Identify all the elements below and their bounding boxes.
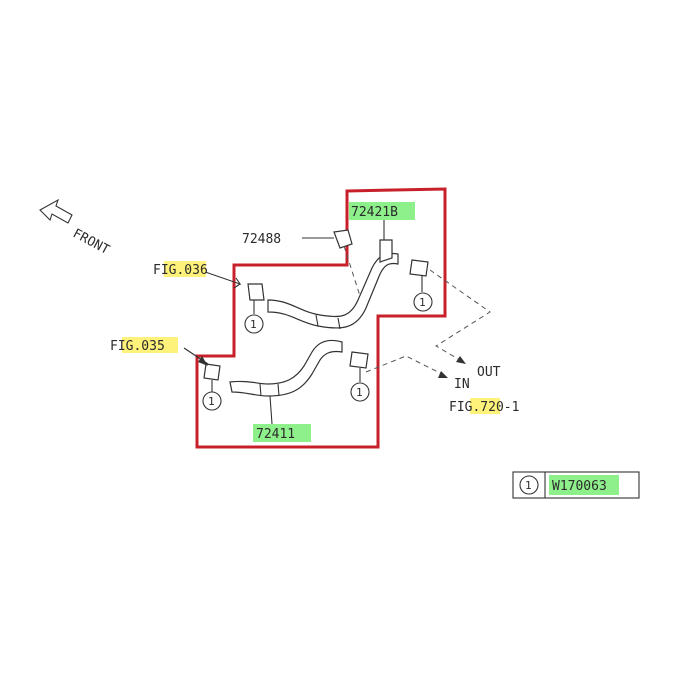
label-out: OUT bbox=[477, 365, 501, 380]
front-arrow-icon bbox=[39, 198, 73, 224]
clamp-lower-right bbox=[349, 351, 369, 382]
highlight-fig035 bbox=[122, 337, 178, 353]
leader-72411 bbox=[269, 395, 273, 425]
upper-hose bbox=[267, 239, 399, 330]
route-out bbox=[429, 269, 491, 361]
callout-1-upper-right: 1 bbox=[413, 292, 433, 312]
callout-1-lower-left: 1 bbox=[202, 391, 222, 411]
callout-1-lower-right: 1 bbox=[350, 382, 370, 402]
arrowhead-fig035 bbox=[198, 356, 208, 366]
label-fig035: FIG.035 bbox=[110, 339, 165, 354]
assembly-outline bbox=[195, 187, 447, 449]
clamp-72488 bbox=[333, 229, 353, 249]
svg-text:1: 1 bbox=[356, 386, 363, 399]
highlight-72411 bbox=[253, 424, 311, 442]
lower-hose bbox=[229, 339, 343, 397]
label-72421B: 72421B bbox=[351, 205, 398, 220]
legend-symbol: 1 bbox=[525, 479, 532, 492]
legend-part-number: W170063 bbox=[552, 479, 607, 494]
highlight-fig720 bbox=[470, 398, 500, 414]
label-in: IN bbox=[454, 377, 470, 392]
highlight-fig036 bbox=[164, 261, 206, 277]
clamp-upper-right bbox=[409, 259, 429, 292]
highlight-W170063 bbox=[549, 475, 619, 495]
clamp-lower-left bbox=[203, 363, 221, 392]
clamp-upper-left bbox=[247, 283, 265, 314]
label-72411: 72411 bbox=[256, 427, 295, 442]
svg-text:1: 1 bbox=[208, 395, 215, 408]
callout-1-upper-left: 1 bbox=[244, 314, 264, 334]
label-fig036: FIG.036 bbox=[153, 263, 208, 278]
highlight-72421B bbox=[349, 202, 415, 220]
legend-box: 1 W170063 bbox=[512, 471, 640, 499]
svg-text:1: 1 bbox=[250, 318, 257, 331]
svg-text:1: 1 bbox=[419, 296, 426, 309]
label-72488: 72488 bbox=[242, 232, 281, 247]
label-fig720: FIG.720-1 bbox=[449, 400, 519, 415]
front-label: FRONT bbox=[70, 226, 112, 258]
